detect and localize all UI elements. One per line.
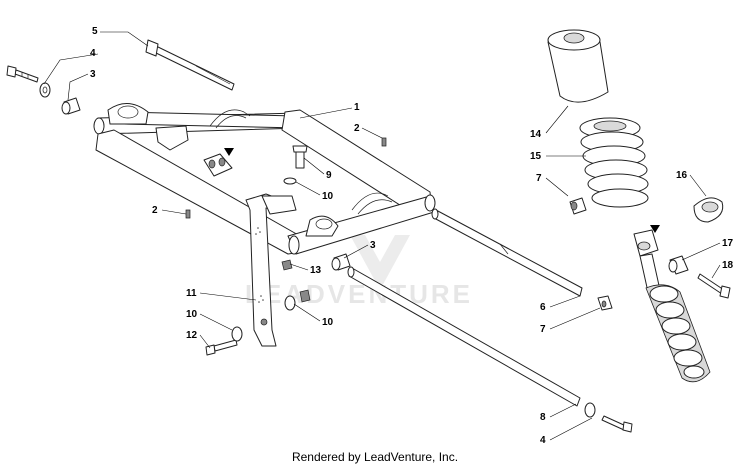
callout-10: 10: [322, 317, 334, 328]
nut: [299, 289, 311, 303]
callout-17: 17: [722, 238, 734, 249]
nut: [597, 295, 613, 311]
callout-7: 7: [540, 324, 546, 335]
callout-8: 8: [540, 412, 546, 423]
spring-retainer: [693, 197, 724, 223]
bump-stop: [547, 29, 609, 103]
grease-fitting: [185, 137, 387, 219]
mounting-bracket: [245, 193, 297, 347]
callout-10: 10: [322, 191, 334, 202]
washer: [584, 402, 596, 418]
nut-13: [281, 259, 293, 271]
reference-arrow: [650, 225, 660, 233]
shock-bolt: [697, 273, 731, 299]
long-bolt: [145, 39, 235, 91]
long-shaft: [347, 266, 581, 407]
callout-5: 5: [92, 26, 98, 37]
callout-2: 2: [152, 205, 158, 216]
callout-18: 18: [722, 260, 734, 271]
bolt-12: [205, 339, 238, 356]
bolt-9: [292, 145, 308, 169]
watermark: LEADVENTURE: [245, 235, 473, 309]
callout-2: 2: [354, 123, 360, 134]
callout-16: 16: [676, 170, 688, 181]
callout-1: 1: [354, 102, 360, 113]
watermark-text: LEADVENTURE: [245, 279, 473, 309]
callout-11: 11: [186, 288, 197, 299]
bushing: [61, 97, 81, 115]
callout-14: 14: [530, 129, 542, 140]
bushing: [331, 253, 351, 271]
bolt: [601, 415, 633, 433]
reference-arrow: [224, 148, 234, 156]
callout-13: 13: [310, 265, 322, 276]
coil-spring: [579, 117, 649, 208]
callout-7: 7: [536, 173, 542, 184]
washer-10: [283, 177, 297, 185]
callout-4: 4: [90, 48, 96, 59]
shock-bushing: [569, 197, 587, 215]
shock-spacer: [668, 255, 689, 275]
callout-9: 9: [326, 170, 332, 181]
callout-12: 12: [186, 330, 198, 341]
callout-15: 15: [530, 151, 542, 162]
callout-4: 4: [540, 435, 546, 446]
washer-10: [231, 326, 243, 342]
callout-10: 10: [186, 309, 198, 320]
bolt: [6, 65, 39, 83]
callout-6: 6: [540, 302, 546, 313]
washer: [39, 82, 51, 98]
footer-credit: Rendered by LeadVenture, Inc.: [291, 450, 459, 464]
washer-10: [284, 295, 296, 311]
callout-3: 3: [90, 69, 96, 80]
callout-3: 3: [370, 240, 376, 251]
swing-arm-frame: [93, 103, 436, 255]
shock-absorber: [633, 229, 711, 383]
callout-labels: 5 4 3 1 2 9 10 2 11 10 12 13 3 10 14 15 …: [43, 26, 734, 446]
